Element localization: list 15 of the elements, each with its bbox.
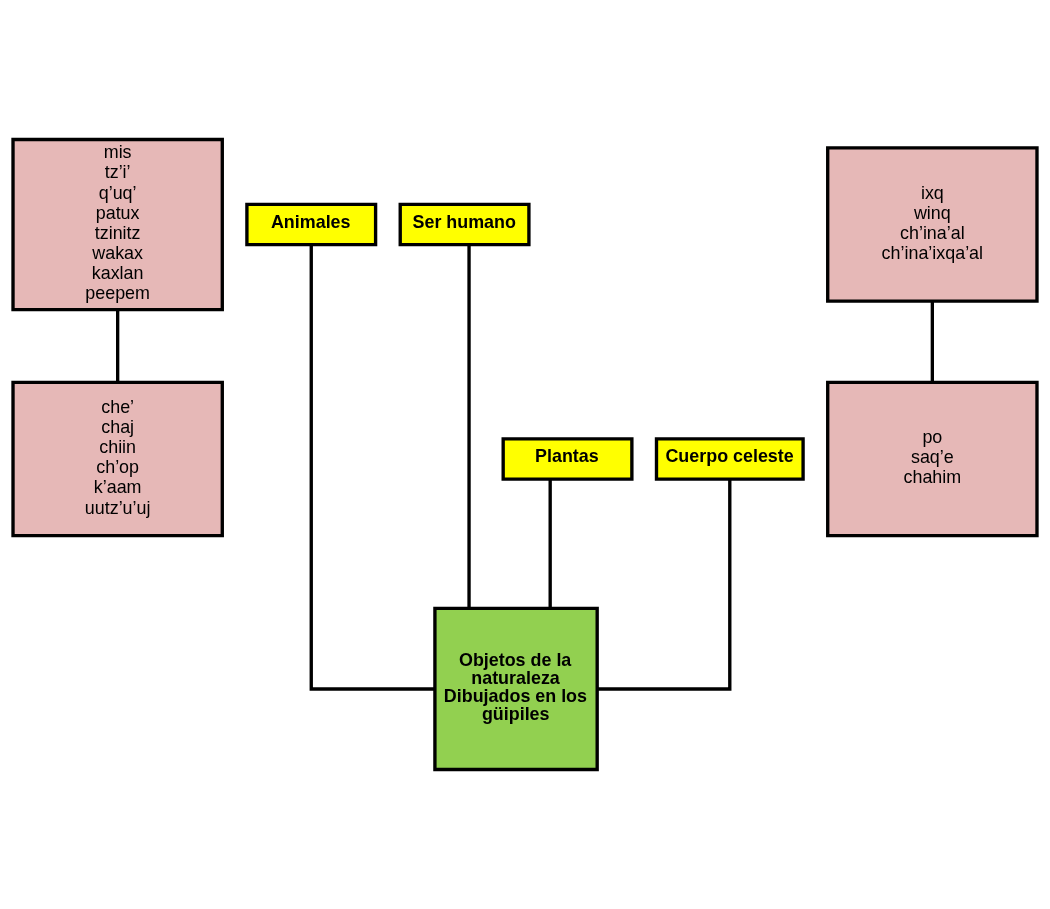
connector [930,301,935,383]
node-box: Animales [245,202,378,247]
node-box: po saq’e chahim [826,380,1039,538]
node-box: Cuerpo celeste [654,437,805,481]
node-box: Plantas [501,437,634,481]
connector [548,479,552,608]
connector [467,244,471,609]
node-box: Objetos de la naturaleza Dibujados en los güipiles [433,606,599,772]
connector [115,309,120,383]
node-box: ixq winq ch’ina’al ch’ina’ixqa’al [826,146,1039,303]
node-box: Ser humano [398,202,531,247]
connector [597,479,732,691]
node-box: mis tz’i’ q’uq’ patux tzinitz wakax kaxlan peepem [11,137,224,312]
node-box: che’ chaj chiin ch’op k’aam uutz’u’uj [11,380,224,538]
connector [309,244,435,691]
